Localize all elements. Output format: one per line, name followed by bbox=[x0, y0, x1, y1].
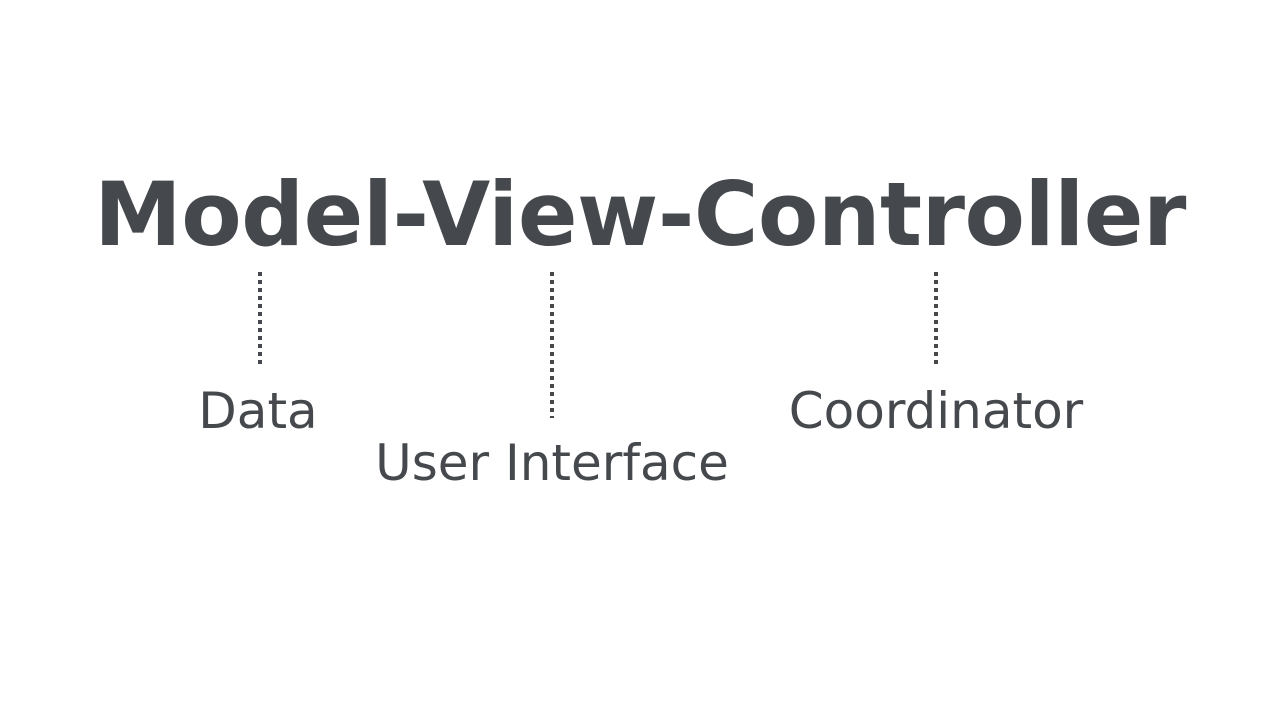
callout-label-model: Data bbox=[198, 382, 318, 440]
callout-label-controller: Coordinator bbox=[788, 382, 1084, 440]
page-title: Model-View-Controller bbox=[94, 163, 1186, 266]
leader-line-view bbox=[550, 272, 554, 418]
leader-line-controller bbox=[934, 272, 938, 366]
leader-line-model bbox=[258, 272, 262, 366]
callout-label-view: User Interface bbox=[375, 434, 729, 492]
